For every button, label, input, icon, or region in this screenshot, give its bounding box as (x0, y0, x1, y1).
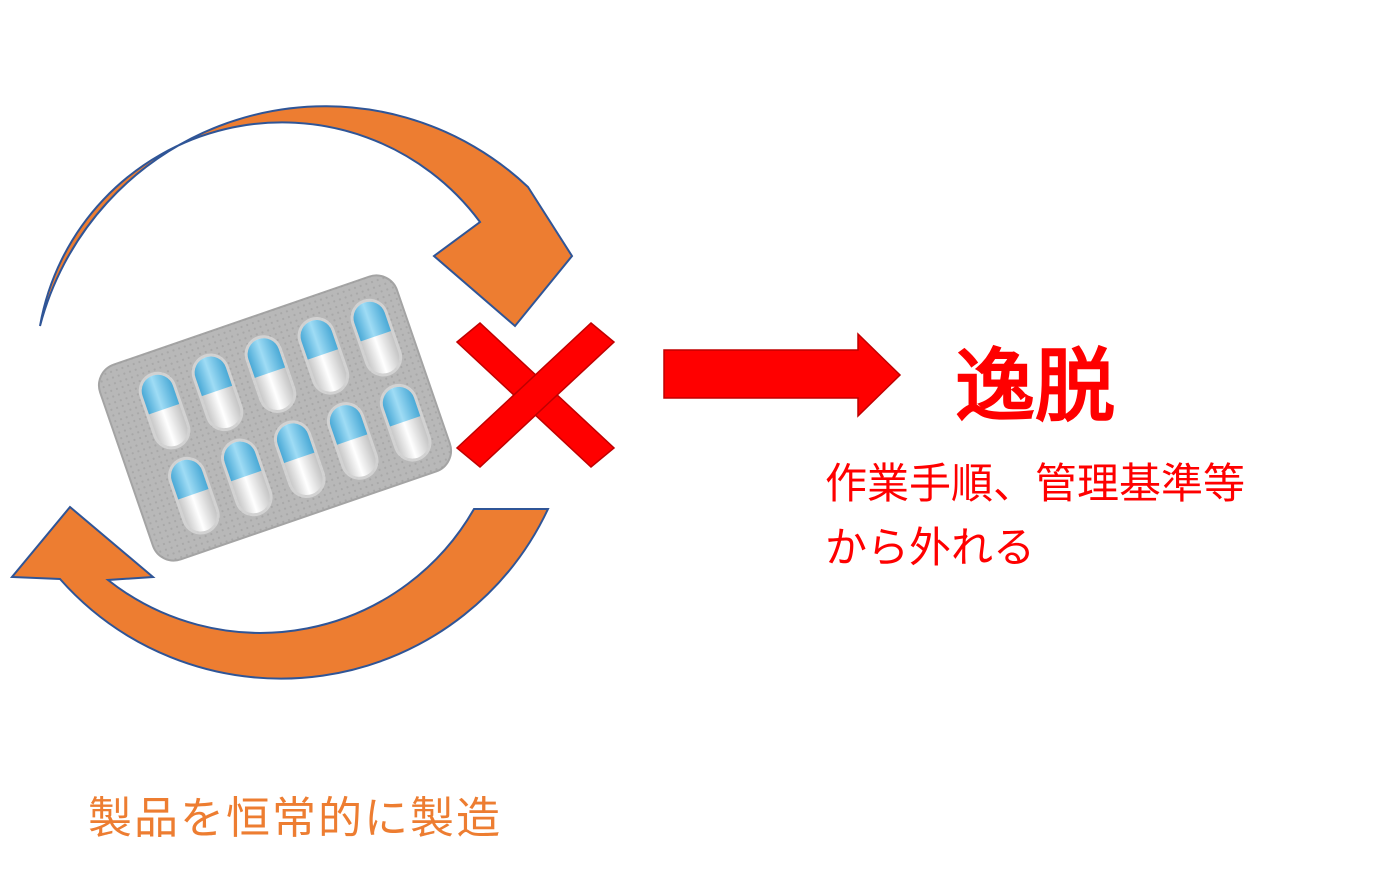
right-arrow-icon (663, 332, 902, 418)
cycle-arrow-top (39, 105, 574, 328)
capsule (191, 353, 244, 432)
deviation-description-line1: 作業手順、管理基準等 (825, 459, 1246, 508)
cycle-caption: 製品を恒常的に製造 (88, 793, 502, 844)
capsule-blister-pack-icon (97, 274, 453, 562)
x-mark-icon (455, 322, 616, 468)
capsule (379, 383, 432, 462)
capsule (273, 420, 326, 499)
capsule (297, 316, 350, 395)
capsule (244, 335, 297, 413)
capsule (138, 371, 191, 450)
cycle-arrow-bottom (9, 505, 550, 680)
capsule (168, 456, 220, 535)
deviation-description-line2: から外れる (825, 523, 1036, 572)
circular-arrows-icon (9, 105, 574, 680)
deviation-title: 逸脱 (955, 340, 1115, 433)
capsule (350, 298, 403, 377)
capsule (326, 402, 379, 480)
deviation-description: 作業手順、管理基準等 から外れる (825, 452, 1245, 580)
capsule (220, 438, 273, 517)
